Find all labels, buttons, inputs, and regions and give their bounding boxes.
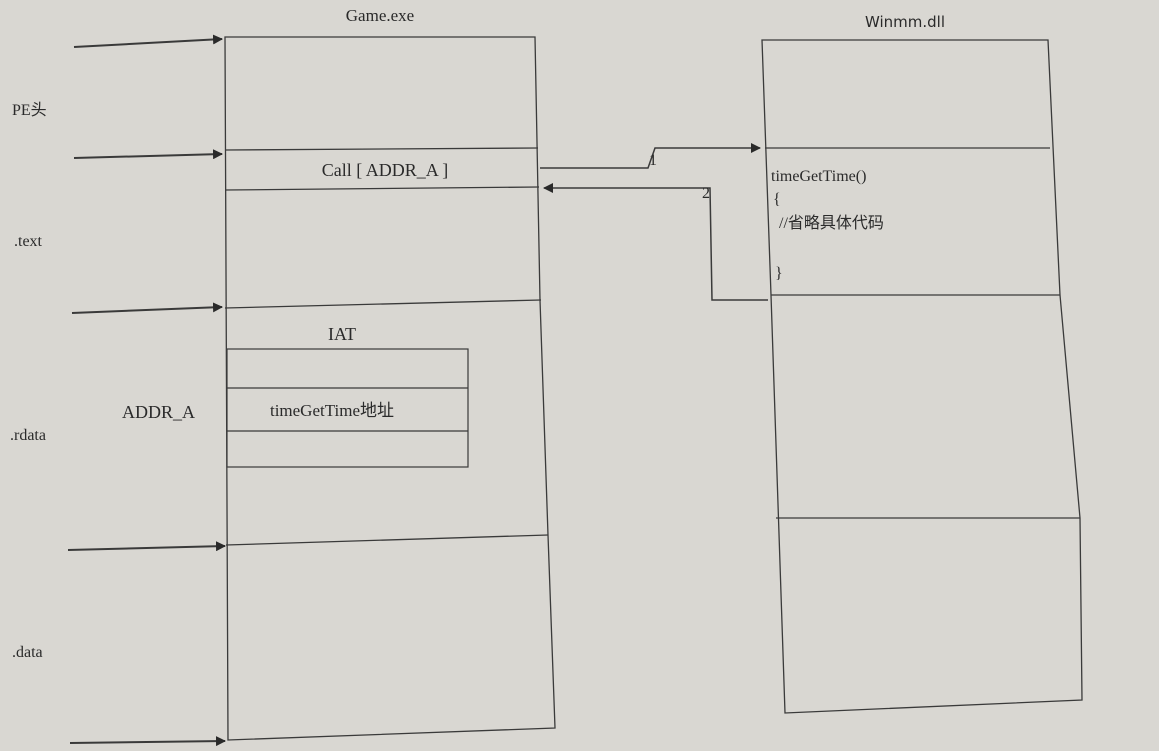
label-text-section: .text <box>14 233 43 250</box>
winmm-dll-title: Winmm.dll <box>865 13 945 31</box>
arrow-rdata-section <box>71 302 223 314</box>
divider-text-start <box>224 147 539 151</box>
iat-table <box>226 348 469 468</box>
label-pe-header: PE头 <box>12 101 47 119</box>
game-exe-box <box>224 36 556 741</box>
step-1-label: 1 <box>649 152 657 169</box>
func-open-brace: { <box>773 191 781 208</box>
call-flow <box>540 143 768 301</box>
step-2-label: 2 <box>702 185 710 202</box>
addr-a-label: ADDR_A <box>122 402 195 422</box>
call-instruction: Call [ ADDR_A ] <box>322 160 449 180</box>
label-rdata-section: .rdata <box>10 427 46 444</box>
divider-data-start <box>225 534 549 546</box>
arrow-pe-header <box>73 34 223 48</box>
func-signature: timeGetTime() <box>771 168 866 185</box>
arrow-data-section <box>67 541 226 552</box>
winmm-dll-outline <box>761 39 1083 714</box>
divider-rdata-start <box>224 299 542 309</box>
arrow-call-to-dll <box>540 143 761 169</box>
arrow-return-to-game <box>543 183 768 301</box>
section-pointer-arrows <box>67 34 226 747</box>
game-exe-title: Game.exe <box>346 6 414 25</box>
iat-entry-timegettime: timeGetTime地址 <box>270 401 394 420</box>
iat-label: IAT <box>328 324 356 344</box>
arrow-text-section <box>73 149 223 160</box>
divider-call-end <box>224 186 540 191</box>
label-data-section: .data <box>12 644 43 661</box>
winmm-dll-box <box>761 39 1083 714</box>
iat-outline <box>226 348 469 468</box>
func-comment: //省略具体代码 <box>779 214 884 232</box>
func-close-brace: } <box>775 265 783 282</box>
arrow-end <box>69 736 226 747</box>
